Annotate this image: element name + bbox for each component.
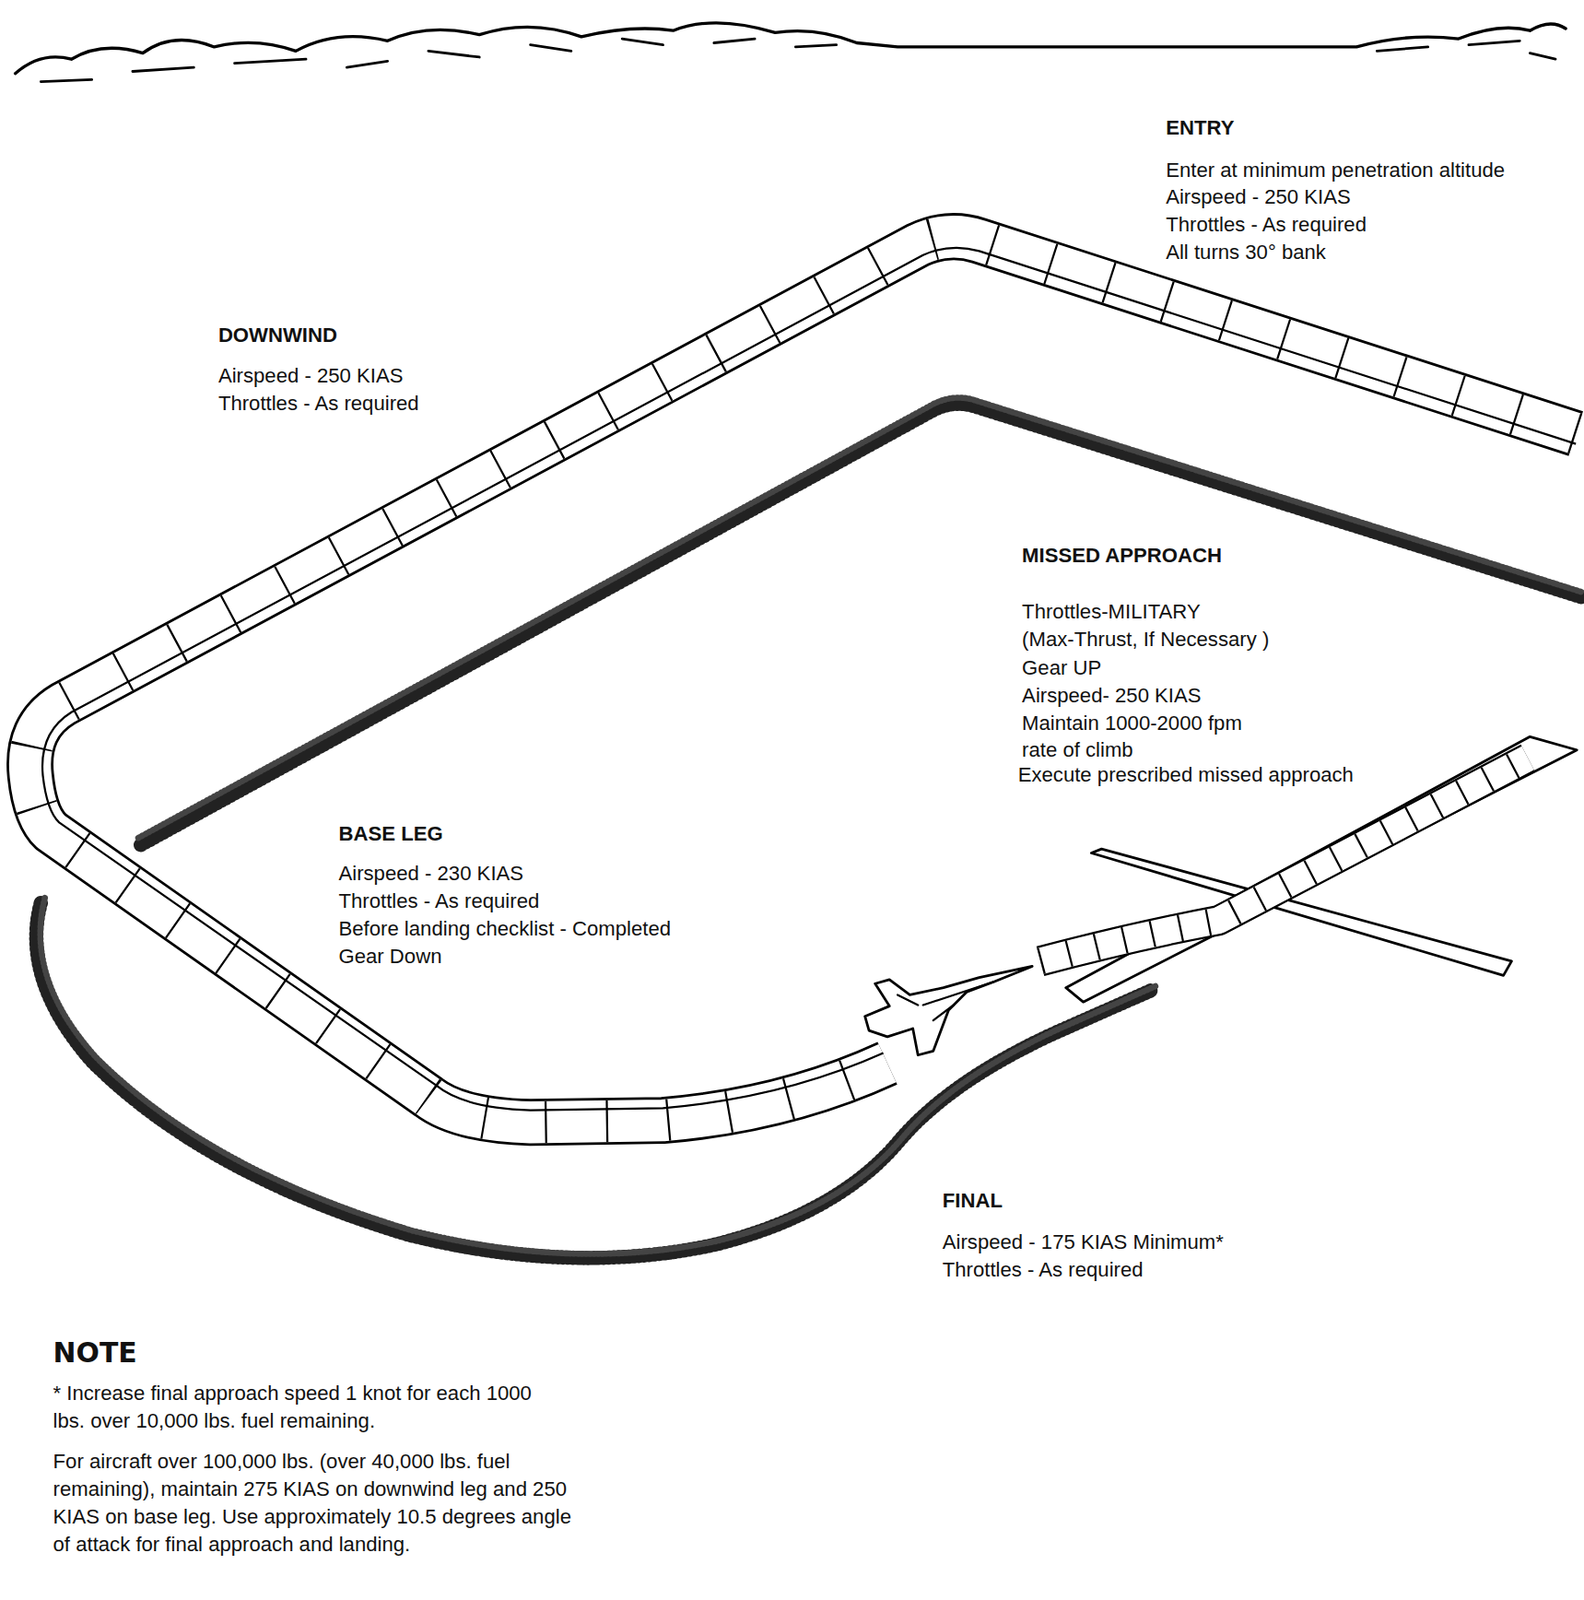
instruction-text: Throttles - As required <box>942 1255 1144 1284</box>
section-heading: BASE LEG <box>338 820 443 848</box>
instruction-text: Gear UP <box>1021 654 1102 682</box>
instruction-text: Airspeed - 250 KIAS <box>1165 183 1351 212</box>
instruction-text: Throttles - As required <box>338 887 540 916</box>
section-heading: DOWNWIND <box>218 321 338 350</box>
instruction-text: Before landing checklist - Completed <box>338 915 671 943</box>
instruction-text: Execute prescribed missed approach <box>1018 761 1354 789</box>
section-heading: ENTRY <box>1165 114 1234 142</box>
instruction-text: Gear Down <box>338 942 442 971</box>
note-text: * Increase final approach speed 1 knot f… <box>53 1379 564 1435</box>
instruction-text: Airspeed - 250 KIAS <box>218 362 404 390</box>
instruction-text: (Max-Thrust, If Necessary ) <box>1021 625 1269 654</box>
instruction-text: Throttles-MILITARY <box>1021 598 1201 626</box>
instruction-text: Maintain 1000-2000 fpm rate of climb <box>1021 708 1278 764</box>
section-heading: FINAL <box>942 1186 1003 1215</box>
note-text: For aircraft over 100,000 lbs. (over 40,… <box>53 1447 575 1559</box>
instruction-text: Airspeed - 230 KIAS <box>338 859 524 888</box>
note-heading: NOTE <box>53 1338 138 1367</box>
instruction-text: Throttles - As required <box>1165 211 1367 239</box>
instruction-text: Enter at minimum penetration altitude <box>1165 155 1505 184</box>
instruction-text: Airspeed- 250 KIAS <box>1021 681 1201 710</box>
instruction-text: Throttles - As required <box>218 389 420 418</box>
section-heading: MISSED APPROACH <box>1021 541 1222 570</box>
instruction-text: All turns 30° bank <box>1165 238 1326 267</box>
instruction-text: Airspeed - 175 KIAS Minimum* <box>942 1228 1224 1256</box>
